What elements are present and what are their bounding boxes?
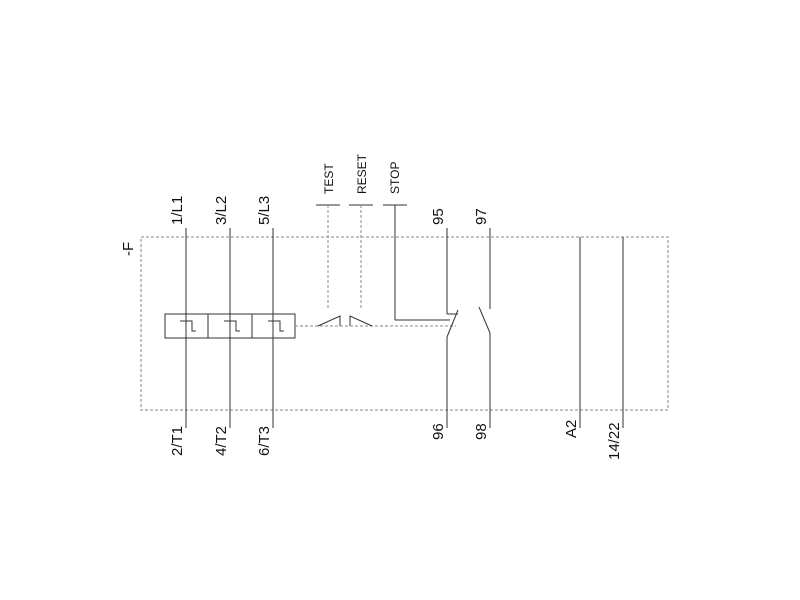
terminal-label-96: 96 — [430, 423, 447, 440]
terminal-label-6-t3: 6/T3 — [256, 426, 273, 456]
terminal-label-97: 97 — [473, 208, 490, 225]
test-button-symbol — [316, 204, 341, 327]
stop-button-label: STOP — [388, 162, 402, 194]
terminal-label-98: 98 — [473, 423, 490, 440]
test-button-label: TEST — [322, 163, 336, 194]
no-contact-97-98 — [478, 228, 491, 428]
terminal-label-5-l3: 5/L3 — [256, 196, 273, 225]
terminal-label-2-t1: 2/T1 — [169, 426, 186, 456]
terminal-label-95: 95 — [430, 208, 447, 225]
thermal-element-3 — [268, 320, 284, 332]
terminal-label-4-t2: 4/T2 — [213, 426, 230, 456]
terminal-label-a2: A2 — [563, 420, 580, 438]
terminal-label-1-l1: 1/L1 — [169, 196, 186, 225]
stop-button-symbol — [383, 204, 450, 321]
terminal-label-14-22: 14/22 — [606, 422, 623, 460]
terminal-label-3-l2: 3/L2 — [213, 196, 230, 225]
nc-contact-95-96 — [446, 228, 459, 428]
device-tag: -F — [120, 242, 137, 256]
reset-button-label: RESET — [355, 153, 369, 194]
device-housing — [140, 236, 669, 411]
thermal-element-1 — [180, 320, 196, 332]
reset-button-symbol — [349, 204, 373, 327]
thermal-element-2 — [224, 320, 240, 332]
